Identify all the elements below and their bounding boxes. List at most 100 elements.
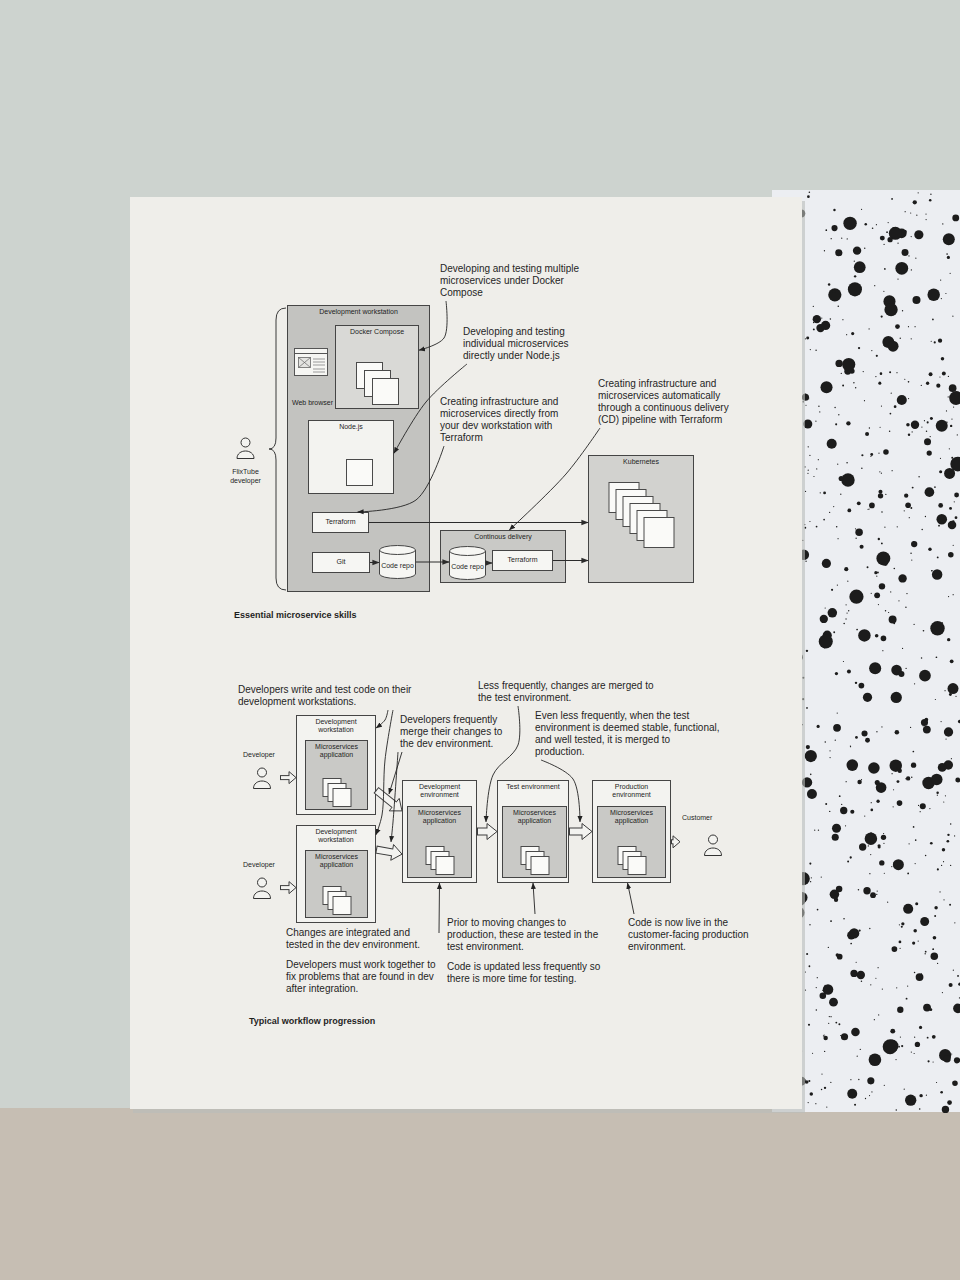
- speckle: [955, 696, 956, 697]
- speckle: [905, 502, 911, 508]
- speckle: [820, 615, 828, 623]
- speckle: [936, 384, 940, 388]
- speckle: [942, 992, 943, 993]
- tool-box: Terraform: [492, 550, 553, 571]
- speckle: [888, 341, 899, 352]
- speckle: [884, 303, 897, 316]
- speckle: [859, 929, 861, 931]
- service-square: [628, 857, 646, 875]
- hollow-arrow: [280, 772, 296, 784]
- node-label: Test environment: [504, 783, 561, 791]
- speckle: [878, 490, 882, 494]
- speckle: [947, 256, 950, 259]
- speckle: [808, 1102, 809, 1103]
- speckle: [864, 815, 865, 816]
- speckle: [897, 780, 900, 783]
- speckle: [908, 255, 909, 256]
- speckle: [881, 315, 883, 317]
- speckle: [833, 209, 835, 211]
- speckle: [816, 468, 817, 469]
- speckle: [869, 427, 870, 428]
- speckle: [835, 249, 842, 256]
- speckle: [814, 830, 815, 831]
- speckle: [849, 928, 859, 938]
- speckle: [939, 470, 942, 473]
- browser-window: [295, 349, 328, 376]
- speckle: [841, 804, 842, 805]
- speckle: [926, 1095, 927, 1096]
- callout-text: Code is now live in the customer-facing …: [628, 917, 768, 953]
- speckle: [857, 971, 865, 979]
- speckle: [926, 430, 927, 431]
- tool-box: Node.js: [308, 420, 394, 494]
- speckle: [949, 448, 950, 449]
- speckle: [869, 1053, 882, 1066]
- speckle: [899, 948, 900, 949]
- speckle: [860, 545, 864, 549]
- speckle: [861, 454, 863, 456]
- speckle: [859, 683, 865, 689]
- speckle: [855, 528, 863, 536]
- arrow-shaft-fill: [377, 850, 394, 853]
- node-label: Code repo: [379, 562, 416, 570]
- arrow-shaft-outline: [376, 790, 394, 805]
- speckle: [835, 360, 842, 367]
- speckle: [878, 382, 881, 385]
- speckle: [832, 834, 839, 841]
- speckle: [823, 519, 825, 521]
- speckle: [861, 980, 862, 981]
- speckle: [808, 1024, 810, 1026]
- speckle: [918, 192, 919, 193]
- flow-arrow: [553, 560, 588, 561]
- speckle: [943, 861, 944, 862]
- node-label: Customer: [680, 814, 714, 822]
- speckle: [829, 750, 830, 751]
- speckle: [857, 1056, 858, 1057]
- speckle: [847, 1089, 857, 1099]
- speckle: [931, 570, 932, 571]
- speckle: [919, 1026, 922, 1029]
- speckle: [936, 420, 948, 432]
- speckle: [827, 439, 837, 449]
- speckle: [855, 763, 856, 764]
- speckle: [895, 324, 900, 329]
- speckle: [944, 727, 953, 736]
- speckle: [876, 355, 878, 357]
- speckle: [836, 526, 838, 528]
- speckle: [881, 636, 887, 642]
- speckle: [931, 570, 932, 571]
- speckle: [870, 854, 871, 855]
- arrow-shaft-fill: [672, 840, 675, 843]
- speckle: [890, 413, 892, 415]
- speckle: [811, 877, 812, 878]
- speckle: [911, 559, 912, 560]
- speckle: [844, 567, 848, 571]
- speckle: [867, 509, 868, 510]
- speckle: [854, 275, 856, 277]
- speckle: [927, 450, 932, 455]
- speckle: [914, 972, 915, 973]
- speckle: [950, 823, 951, 824]
- workstation-box: Docker ComposeWeb browserNode.jsTerrafor…: [287, 305, 430, 592]
- speckle: [875, 978, 876, 979]
- speckle: [815, 350, 816, 351]
- speckle: [817, 725, 820, 728]
- speckle: [945, 293, 946, 294]
- speckle: [937, 868, 939, 870]
- actor-icon: Developer: [238, 861, 280, 899]
- speckle: [823, 1035, 824, 1036]
- speckle: [805, 989, 806, 990]
- person-icon: [254, 878, 271, 899]
- speckle: [897, 800, 903, 806]
- speckle: [808, 1080, 810, 1082]
- speckle: [816, 1009, 818, 1011]
- speckle: [946, 410, 947, 411]
- speckle: [952, 316, 953, 317]
- node-label: Microservices application: [503, 809, 566, 826]
- speckle: [835, 423, 837, 425]
- app-box: Microservices application: [407, 806, 472, 878]
- speckle: [880, 236, 885, 241]
- node-illustration: [289, 347, 336, 407]
- person-icon: [254, 768, 271, 789]
